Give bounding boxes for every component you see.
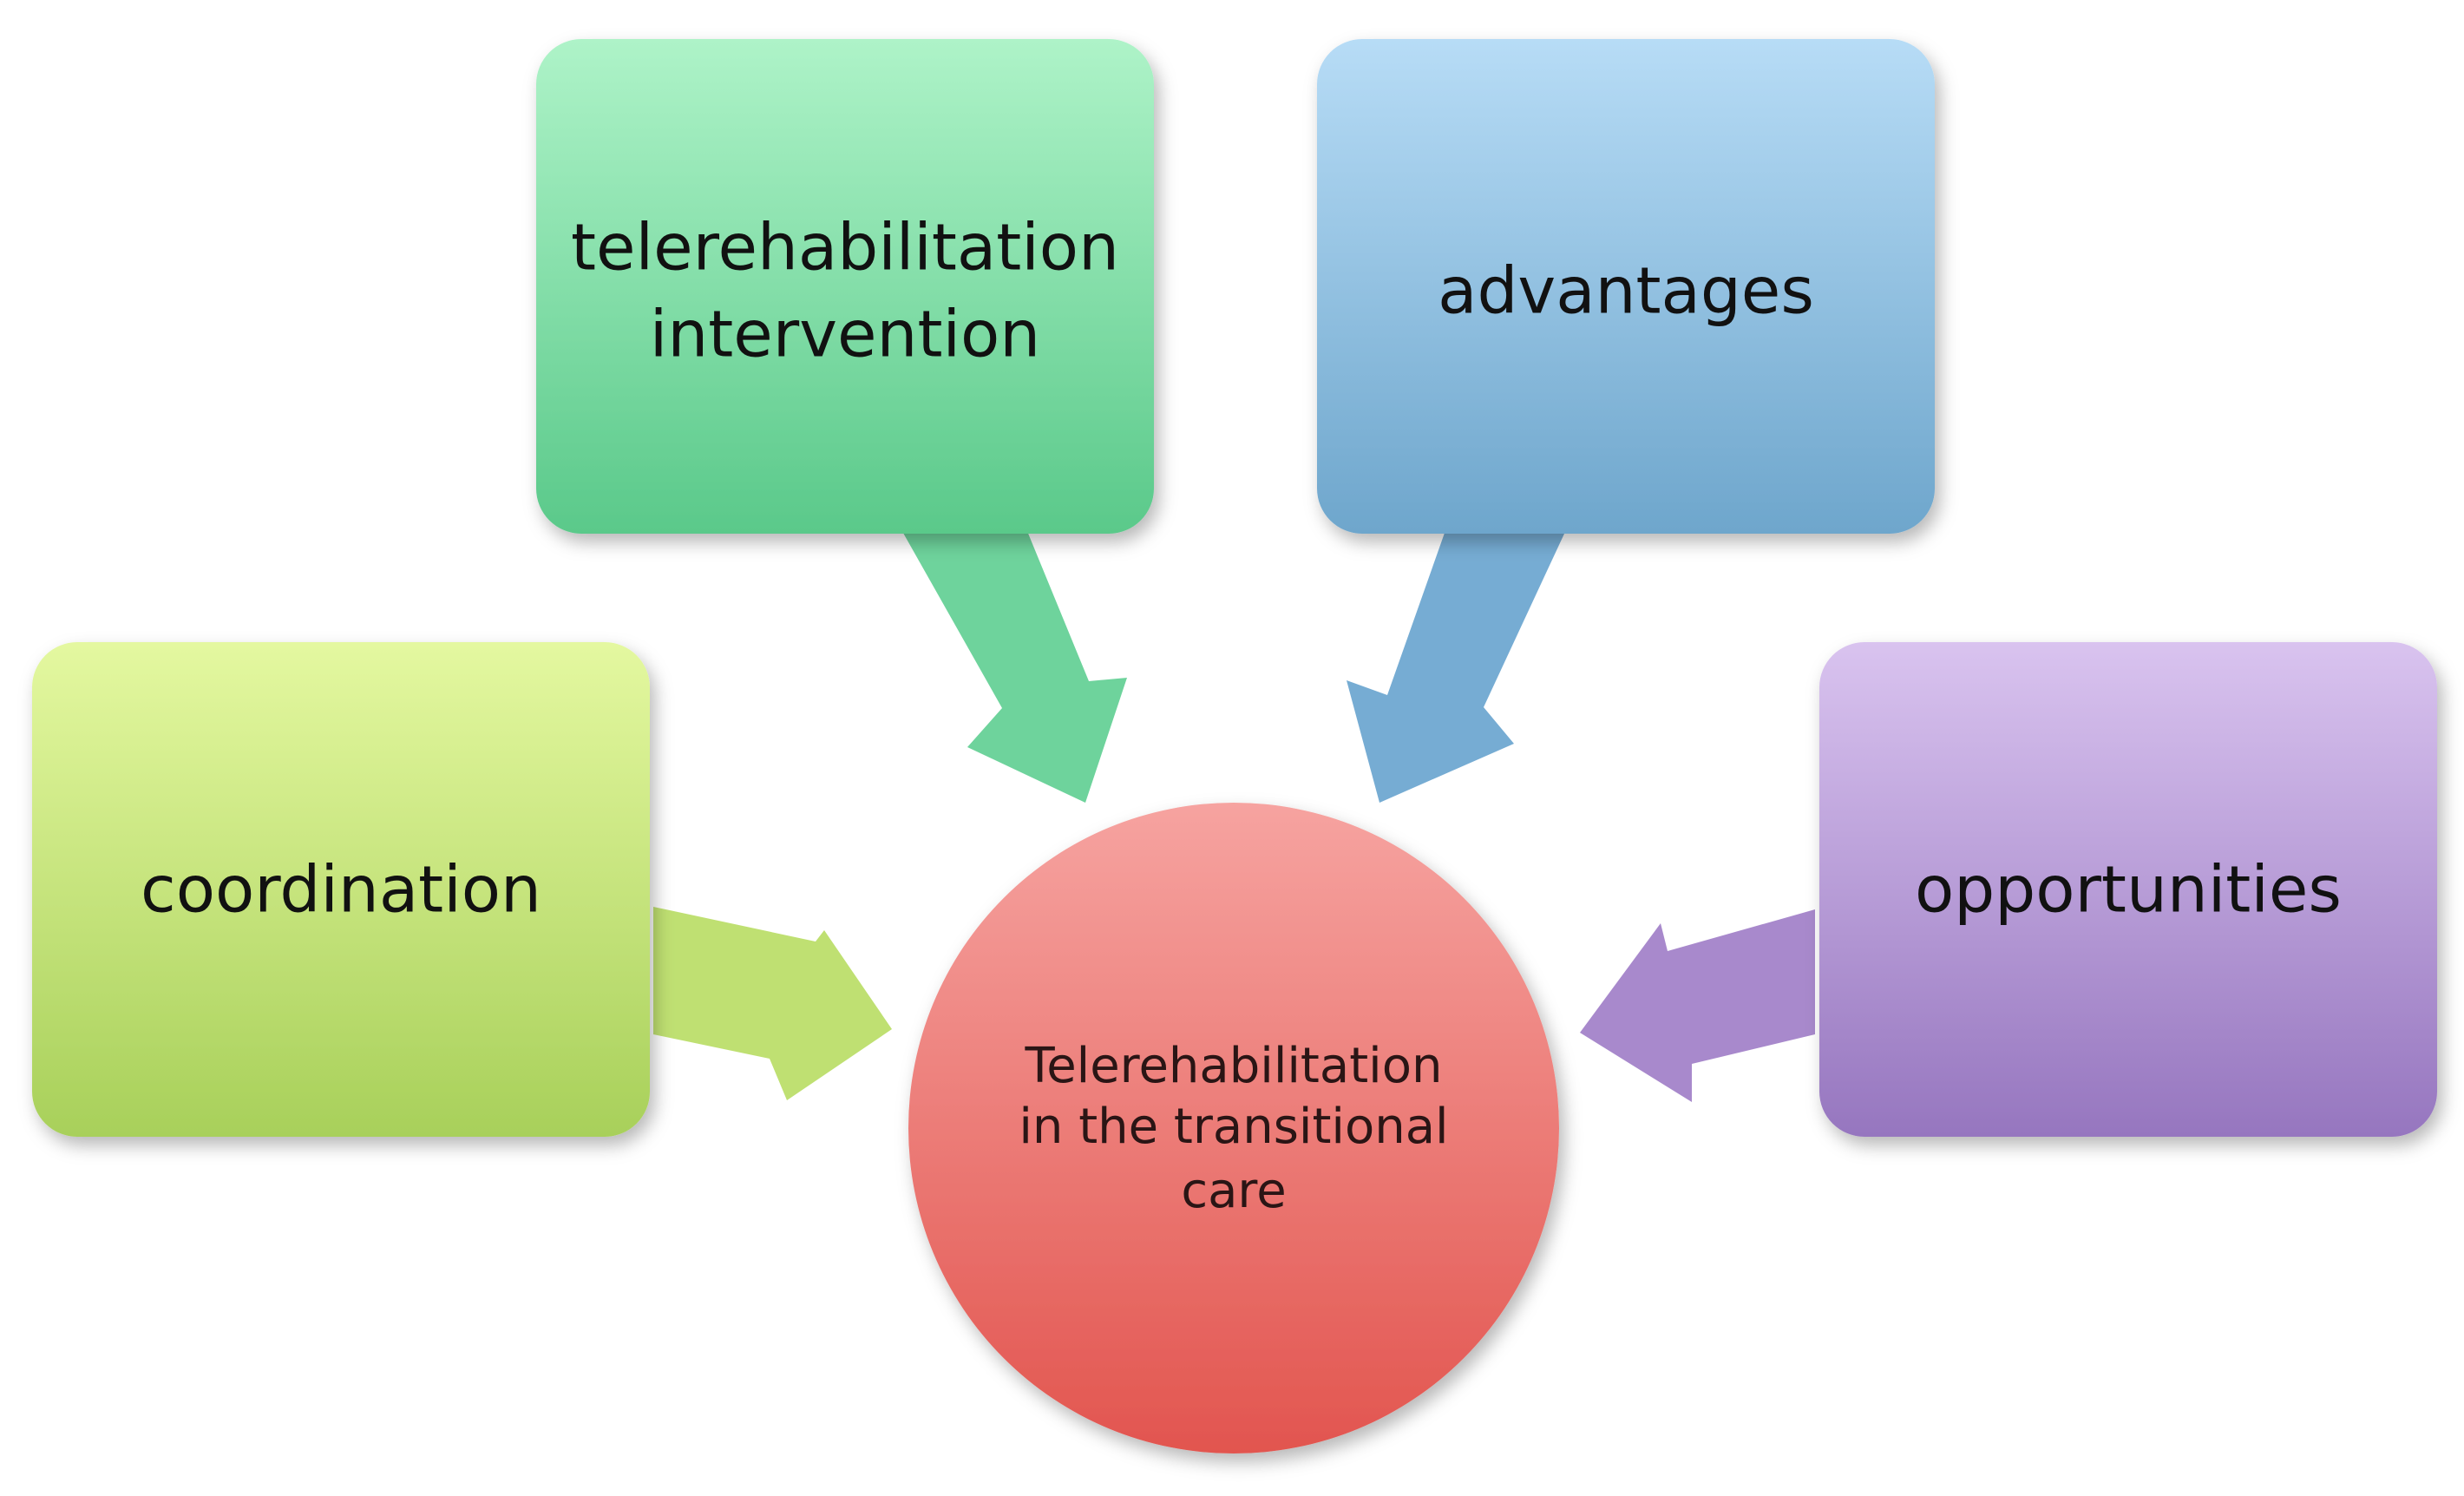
center-label-line: Telerehabilitation: [1025, 1038, 1443, 1094]
node-box: [32, 642, 650, 1137]
node-coordination: coordination: [32, 642, 650, 1137]
center-circle: [908, 803, 1559, 1453]
node-box: [1317, 39, 1935, 534]
center-node: Telerehabilitation in the transitional c…: [908, 803, 1559, 1453]
arrow-opportunities-to-center: [1580, 909, 1815, 1102]
arrow-advantages-to-center: [1347, 521, 1570, 803]
arrow-intervention-to-center: [896, 521, 1127, 803]
node-label: telerehabilitation: [571, 211, 1119, 285]
node-advantages: advantages: [1317, 39, 1935, 534]
node-box: [1819, 642, 2437, 1137]
node-telerehabilitation-intervention: telerehabilitation intervention: [536, 39, 1154, 534]
node-label: advantages: [1438, 254, 1814, 329]
center-label-line: care: [1181, 1163, 1286, 1219]
node-label: opportunities: [1915, 853, 2342, 928]
node-label: intervention: [650, 298, 1040, 372]
node-label: coordination: [141, 853, 541, 928]
arrow-coordination-to-center: [653, 907, 892, 1100]
node-opportunities: opportunities: [1819, 642, 2437, 1137]
center-label-line: in the transitional: [1019, 1099, 1448, 1155]
node-box: [536, 39, 1154, 534]
